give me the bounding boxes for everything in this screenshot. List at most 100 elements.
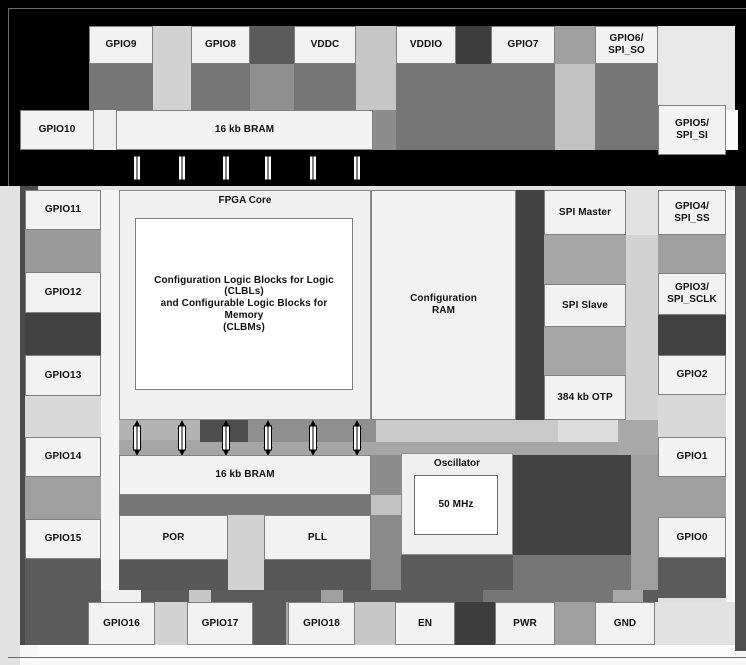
block-bram-bottom-label: 16 kb BRAM: [215, 469, 275, 481]
pad-gpio5-spi-si[interactable]: GPIO5/ SPI_SI: [658, 105, 726, 155]
shade-top-col-11: [595, 64, 658, 150]
oscillator-freq-label: 50 MHz: [438, 499, 474, 511]
pad-gpio17[interactable]: GPIO17: [187, 602, 253, 645]
shade-por-gap: [228, 515, 264, 595]
shade-top-gpio10-gap: [94, 110, 116, 150]
bus-arrow-bottom-4: [262, 420, 274, 456]
pad-gpio14-label: GPIO14: [44, 451, 82, 463]
shade-top-col-12: [658, 26, 735, 110]
block-clb-array[interactable]: Configuration Logic Blocks for Logic (CL…: [135, 218, 353, 390]
shade-top-col-4b: [250, 64, 294, 110]
pad-gpio18[interactable]: GPIO18: [288, 602, 355, 645]
shade-pll-right: [371, 515, 401, 595]
shade-under-por: [119, 560, 228, 595]
pad-gpio1-label: GPIO1: [676, 451, 708, 463]
pad-gpio7[interactable]: GPIO7: [491, 26, 555, 64]
shade-right-pad-a: [658, 235, 726, 273]
shade-config-ram-right-rail: [516, 190, 544, 420]
shade-top-col-6: [356, 26, 396, 110]
bus-arrow-top-6: [351, 150, 363, 186]
bus-arrow-top-2: [176, 150, 188, 186]
shade-bottom-pad-gap-5: [555, 602, 595, 645]
shade-bottom-band-f: [343, 590, 483, 602]
shade-bottom-band-g: [483, 590, 613, 602]
die-right-dark-rail: [735, 186, 746, 651]
pad-gpio5-line2: SPI_SI: [676, 130, 708, 141]
pad-gpio4-line1: GPIO4/: [675, 200, 709, 212]
bus-arrow-bottom-5: [307, 420, 319, 456]
pad-gpio10[interactable]: GPIO10: [20, 110, 94, 150]
pad-gpio3-spi-sclk[interactable]: GPIO3/ SPI_SCLK: [658, 273, 726, 315]
spi-master-label: SPI Master: [558, 206, 612, 218]
pad-vddio[interactable]: VDDIO: [396, 26, 456, 64]
pad-gpio4-line2: SPI_SS: [674, 212, 710, 224]
shade-top-col-9: [491, 64, 555, 150]
block-oscillator-freq[interactable]: 50 MHz: [414, 475, 498, 535]
pad-en[interactable]: EN: [395, 602, 455, 645]
pad-gpio0[interactable]: GPIO0: [658, 517, 726, 558]
shade-bottom-band-d: [211, 590, 321, 602]
bus-arrow-bottom-3: [220, 420, 232, 456]
pad-gnd[interactable]: GND: [595, 602, 655, 645]
shade-bottom-band-e: [321, 590, 343, 602]
pad-vddio-label: VDDIO: [409, 39, 443, 51]
pad-gpio15[interactable]: GPIO15: [25, 519, 101, 559]
shade-right-pad-d: [658, 477, 726, 517]
pad-gpio17-label: GPIO17: [201, 617, 239, 629]
pad-gpio10-label: GPIO10: [38, 124, 76, 136]
pad-gpio16[interactable]: GPIO16: [88, 602, 155, 645]
block-bram-bottom[interactable]: 16 kb BRAM: [119, 455, 371, 495]
pll-label: PLL: [307, 531, 328, 543]
shade-bottom-pad-gap-6: [655, 602, 735, 645]
pad-gpio2-label: GPIO2: [676, 369, 708, 381]
block-spi-master[interactable]: SPI Master: [544, 190, 626, 235]
shade-top-col-7: [396, 64, 456, 150]
block-por[interactable]: POR: [119, 515, 228, 560]
pad-gpio13[interactable]: GPIO13: [25, 355, 101, 396]
shade-left-gutter: [101, 190, 119, 590]
pad-gpio3-line2: SPI_SCLK: [667, 294, 717, 305]
shade-lower-light-1: [376, 420, 558, 442]
bus-arrow-top-4: [262, 150, 274, 186]
backdrop-border-top: [8, 8, 746, 9]
clb-line-2: and Configurable Logic Blocks for Memory: [160, 298, 328, 321]
config-ram-line-2: RAM: [431, 305, 456, 316]
die-bottom-strip: [38, 645, 735, 657]
pad-gpio11[interactable]: GPIO11: [25, 190, 101, 230]
pad-gpio0-label: GPIO0: [676, 531, 708, 543]
pad-gpio11-label: GPIO11: [44, 204, 82, 216]
shade-bram2-right-low: [371, 495, 401, 515]
shade-left-col-c: [25, 396, 101, 437]
fpga-core-title: FPGA Core: [218, 195, 272, 206]
shade-right-outer-gutter: [726, 190, 735, 645]
pad-gpio6-line1: GPIO6/: [609, 33, 644, 45]
pad-vddc[interactable]: VDDC: [294, 26, 356, 64]
pad-gpio2[interactable]: GPIO2: [658, 355, 726, 395]
block-pll[interactable]: PLL: [264, 515, 371, 560]
bus-arrow-bottom-6: [351, 420, 363, 456]
pad-gpio14[interactable]: GPIO14: [25, 437, 101, 477]
shade-right-pad-b: [658, 315, 726, 355]
pad-gpio8[interactable]: GPIO8: [191, 26, 250, 64]
die-frame-bottom: [8, 657, 746, 658]
block-bram-top[interactable]: 16 kb BRAM: [116, 110, 373, 150]
pad-gpio6-spi-so[interactable]: GPIO6/ SPI_SO: [595, 26, 658, 64]
shade-top-col-5: [294, 64, 356, 110]
pad-vddc-label: VDDC: [310, 39, 340, 51]
shade-bottom-band-a: [101, 590, 141, 602]
shade-bottom-pad-gap-2: [253, 602, 286, 645]
pad-gpio12-label: GPIO12: [44, 286, 82, 298]
shade-osc-under: [401, 555, 513, 595]
block-configuration-ram[interactable]: Configuration RAM: [371, 190, 516, 420]
pad-gpio18-label: GPIO18: [303, 617, 340, 629]
shade-top-col-10b: [555, 64, 595, 150]
shade-top-col-10: [555, 26, 595, 64]
shade-top-col-1: [89, 64, 153, 110]
block-spi-slave[interactable]: SPI Slave: [544, 284, 626, 327]
pad-gpio12[interactable]: GPIO12: [25, 272, 101, 313]
pad-gpio1[interactable]: GPIO1: [658, 437, 726, 477]
pad-gpio9[interactable]: GPIO9: [89, 26, 153, 64]
pad-gpio4-spi-ss[interactable]: GPIO4/ SPI_SS: [658, 190, 726, 235]
pad-pwr[interactable]: PWR: [495, 602, 555, 645]
block-otp[interactable]: 384 kb OTP: [544, 375, 626, 420]
